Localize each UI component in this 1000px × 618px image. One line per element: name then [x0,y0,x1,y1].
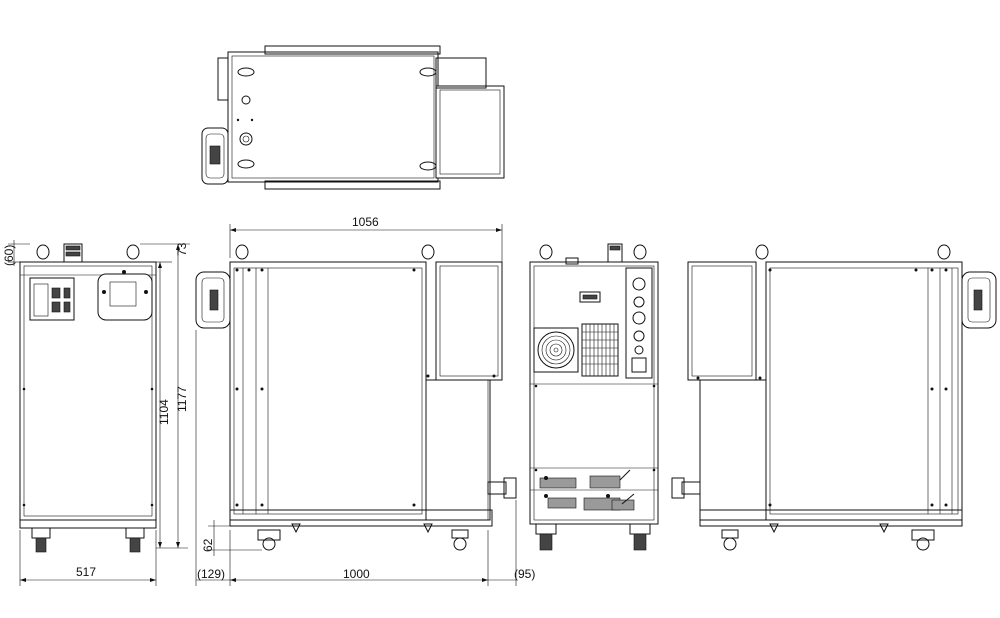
dim-left-overhang: (129) [197,567,225,581]
dim-main-width: 1000 [343,567,370,581]
dim-bracket-height: (60) [2,245,16,266]
plumbing [539,469,635,511]
front-view [19,243,157,553]
dim-right-overhang: (95) [514,567,535,581]
right-side-view [671,244,997,551]
vent-grille [581,323,619,377]
side-view [195,244,517,551]
dim-top-width: 1056 [352,215,379,229]
dim-body-height: 1104 [157,399,171,425]
side-dimensions: 1056 (129) 1000 (95) 62 [195,215,535,586]
dim-total-height: 1177 [175,386,189,412]
fan-icon [533,327,579,373]
rear-view [529,243,659,551]
eyebolt-icon [237,67,437,171]
front-dimensions: 517 1104 1177 73 (60) [2,240,190,586]
top-view [201,45,505,190]
dim-top-offset: 73 [175,242,189,256]
dim-front-width: 517 [76,565,96,579]
dim-caster-height: 62 [201,538,215,552]
